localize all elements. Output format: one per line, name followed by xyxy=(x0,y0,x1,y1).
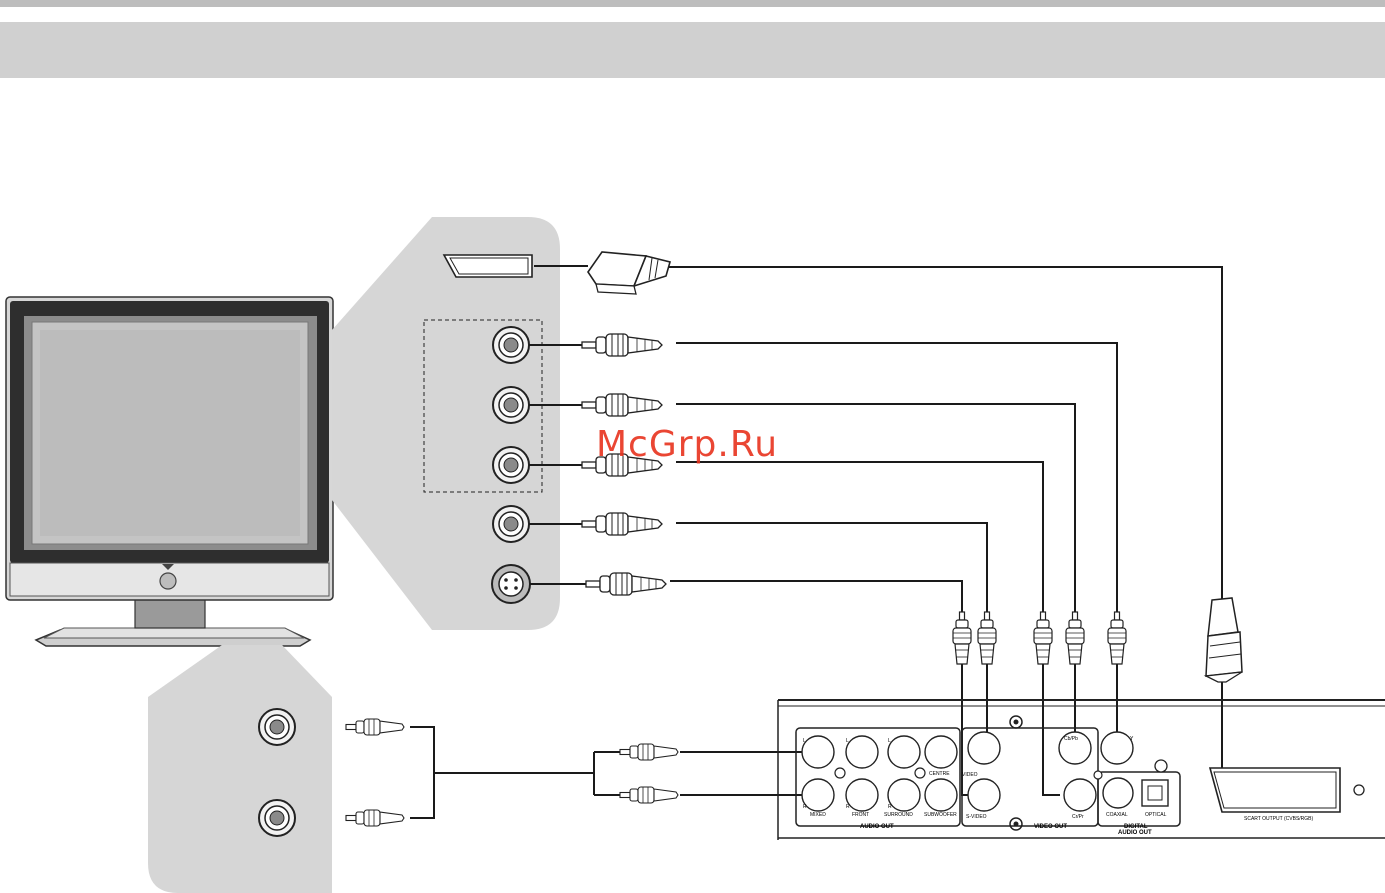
watermark: McGrp.Ru xyxy=(596,424,778,465)
plug-audio-r-dvd xyxy=(620,787,678,803)
tv-input-zoom-panel xyxy=(332,217,560,630)
label-y: Y xyxy=(1130,736,1134,742)
label-audio-out: AUDIO OUT xyxy=(860,824,894,830)
plug-y-dvd xyxy=(1108,612,1126,664)
label-audio-r1: R xyxy=(803,804,807,810)
scart-plug-tv xyxy=(588,252,670,294)
label-audio-r3: R xyxy=(888,804,892,810)
plug-pb-tv xyxy=(582,394,662,416)
tv-set xyxy=(6,297,333,646)
tv-audio-zoom-panel xyxy=(148,645,332,893)
tv-svideo-jack xyxy=(492,565,530,603)
scart-plug-dvd xyxy=(1206,598,1242,682)
label-video: VIDEO xyxy=(962,772,978,778)
tv-jack-y xyxy=(493,327,529,363)
tv-jack-pb xyxy=(493,387,529,423)
tv-audio-jack-l xyxy=(259,709,295,745)
label-crpr: Cr/Pr xyxy=(1072,814,1084,820)
plug-svideo-dvd xyxy=(953,612,971,664)
plug-y-tv xyxy=(582,334,662,356)
tv-jack-pr xyxy=(493,447,529,483)
tv-audio-jack-r xyxy=(259,800,295,836)
plug-video-dvd xyxy=(978,612,996,664)
tv-jack-video xyxy=(493,506,529,542)
plug-pr-dvd xyxy=(1034,612,1052,664)
label-subwoofer: SUBWOOFER xyxy=(924,812,957,818)
label-coaxial: COAXIAL xyxy=(1106,812,1128,818)
plug-audio-l-dvd xyxy=(620,744,678,760)
plug-audio-l-tv xyxy=(346,719,404,735)
plug-pb-dvd xyxy=(1066,612,1084,664)
plug-video-tv xyxy=(582,513,662,535)
label-optical: OPTICAL xyxy=(1145,812,1167,818)
tv-scart-socket xyxy=(444,255,532,277)
label-scart-output: SCART OUTPUT (CVBS/RGB) xyxy=(1244,816,1314,822)
label-digital-audio-out: AUDIO OUT xyxy=(1118,830,1152,836)
label-cbpb: Cb/Pb xyxy=(1064,736,1078,742)
label-centre: CENTRE xyxy=(929,771,950,777)
plug-svideo-tv xyxy=(586,573,666,595)
label-audio-l1: L xyxy=(803,738,806,744)
label-audio-l3: L xyxy=(888,738,891,744)
label-mixed: MIXED xyxy=(810,812,826,818)
label-video-out: VIDEO OUT xyxy=(1034,824,1067,830)
label-svideo: S-VIDEO xyxy=(966,814,987,820)
label-audio-l2: L xyxy=(846,738,849,744)
label-surround: SURROUND xyxy=(884,812,913,818)
plug-audio-r-tv xyxy=(346,810,404,826)
label-audio-r2: R xyxy=(846,804,850,810)
label-front: FRONT xyxy=(852,812,869,818)
